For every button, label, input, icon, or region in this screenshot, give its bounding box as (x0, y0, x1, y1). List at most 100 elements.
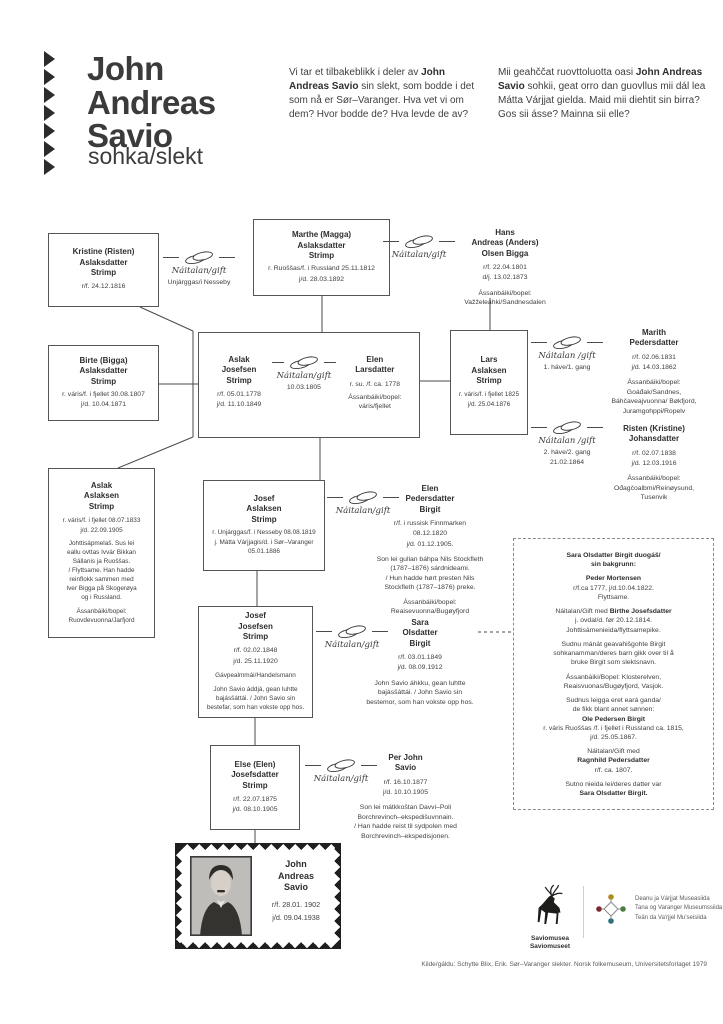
person-box-marthe: Marthe (Magga) Aslaksdatter Strimp r. Ru… (253, 219, 390, 296)
connector-dash (439, 241, 455, 242)
person-name: Per John Savio (388, 753, 423, 773)
person-name: Else (Elen) Josefsdatter Strimp (231, 759, 279, 790)
line-kristine-down (139, 306, 194, 332)
connector-dash (323, 362, 336, 363)
marriage-label: Náitalan/gift (391, 250, 447, 260)
person-born: r/f. i russisk Finnmarken 08.12.1820 (393, 520, 467, 538)
person-died: d/j. 13.02.1873 (482, 274, 528, 282)
marriage-label: Náitalan /gift (538, 436, 596, 446)
person-block-marith: Marith Pedersdatter r/f. 02.06.1831 j/d.… (590, 328, 718, 416)
connector-dash (587, 427, 603, 428)
diamond-compass-icon (596, 894, 626, 924)
person-note: Johttisápmelaš. Sus lei eallu ovttas Ivv… (66, 540, 137, 602)
person-born: r. Unjárggas/f. i Nesseby 08.08.1819 (212, 529, 316, 537)
connector-dash (316, 631, 332, 632)
person-died: j/d. 14.03.1862 (631, 363, 677, 371)
person-residence: Ássanbáiki/bopel: Goáđak/Sandnes, Báhčav… (611, 379, 697, 415)
person-name: Elen Larsdatter (355, 355, 395, 375)
person-died: j/d. 11.10.1849 (216, 401, 262, 409)
marriage-date: 10.03.1805 (286, 384, 321, 391)
intro-no-post: sin slekt, som bodde i det som nå er Sør… (289, 81, 475, 120)
background-p5-name: Ole Pedersen Birgit (581, 715, 646, 723)
wedding-rings-icon (327, 759, 355, 773)
intro-no-pre: Vi tar et tilbakeblikk i deler av (289, 67, 422, 78)
marriage-order: 1. háve/1. gang (543, 364, 591, 371)
background-p5-post: r. váris Ruoššas /f. i fjellet i Russlan… (543, 724, 684, 741)
person-residence: Ássanbáiki/bopel: Važželeahki/Sandnesdal… (464, 289, 546, 307)
person-name: Aslak Aslaksen Strimp (83, 481, 120, 511)
connector-dash (361, 765, 377, 766)
background-p7-pre: Sutno nieida lei/deres datter var (565, 780, 662, 788)
person-block-elen-larsdatter: Elen Larsdatter r. su. /f. ca. 1778 Ássa… (341, 355, 409, 437)
background-p6-post: r/f. ca. 1807. (594, 766, 633, 774)
intro-sami: Mii geahččat ruovttoluotta oasi John And… (498, 66, 706, 122)
page-subtitle: sohka/slekt (88, 143, 204, 169)
connector-dash (305, 765, 321, 766)
person-name: Lars Aslaksen Strimp (471, 355, 507, 386)
person-note: Son lei gullan báhpa Nils Stockfleth (17… (376, 555, 484, 592)
portrait-photo (190, 856, 252, 936)
marriage-label: Náitalan/gift (171, 266, 227, 276)
wedding-rings-icon (405, 235, 433, 249)
stamp-zigzag-border (334, 843, 341, 949)
person-born: r. váris/f. i fjellet 1825 (458, 391, 520, 399)
intro-sami-name: John Andreas Savio (498, 67, 703, 92)
connector-dash (372, 631, 388, 632)
marriage-label: Náitalan/gift (324, 640, 380, 650)
person-born: r/f. 28.01. 1902 (271, 900, 321, 910)
logo-divider (583, 886, 584, 938)
background-p6-pre: Náitalan/Gift med (587, 748, 640, 756)
person-box-else: Else (Elen) Josefsdatter Strimp r/f. 22.… (210, 745, 300, 830)
background-p3: Sudnu mánát geavahišgohte Birgit sohkana… (553, 640, 674, 667)
background-p2: Náitalan/Gift med Birthe Josefsdatter j.… (522, 607, 705, 635)
wedding-rings-icon (553, 421, 581, 435)
chevron-icon (44, 123, 55, 139)
person-died: j/d. 10.10.1905 (383, 788, 428, 796)
couple-box-aslak-elen: Aslak Josefsen Strimp r/f. 05.01.1778 j/… (198, 332, 420, 438)
person-note: John Savio áhkku, gean luhtte bajásšáttá… (366, 679, 474, 706)
person-died: j/d. 25.04.1876 (467, 401, 511, 409)
marriage-label: Náitalan/gift (335, 506, 391, 516)
marriage-else-per: Náitalan/gift (286, 758, 396, 784)
background-p1-name: Peder Mortensen (585, 575, 642, 583)
connector-dash (587, 342, 603, 343)
person-residence: Ássanbáiki/bopel: Ođagčoalbmi/Reinøysund… (613, 475, 695, 502)
chevron-icon (44, 87, 55, 103)
portrait-stamp: John Andreas Savio r/f. 28.01. 1902 j/d.… (175, 843, 341, 949)
person-died: j/d. 08.09.1912 (397, 664, 443, 672)
page-title: John Andreas Savio (87, 50, 216, 155)
marriage-lars-2: Náitalan /gift 2. háve/2. gang 21.02.186… (512, 420, 622, 467)
person-block-hans: Hans Andreas (Anders) Olsen Bigga r/f. 2… (440, 228, 570, 308)
person-box-kristine: Kristine (Risten) Aslaksdatter Strimp r/… (48, 233, 159, 307)
person-box-lars: Lars Aslaksen Strimp r. váris/f. i fjell… (450, 330, 528, 435)
background-p5-pre: Sudnus leigga eret eará ganda/ de fikk b… (566, 697, 661, 714)
person-name: Birte (Bigga) Aslaksdatter Strimp (79, 355, 128, 386)
person-name: Hans Andreas (Anders) Olsen Bigga (471, 228, 539, 258)
marriage-josef-sara: Náitalan/gift (297, 624, 407, 650)
person-born: r. váris/f. i fjellet 08.07.1833 (62, 517, 141, 525)
person-died: j/d. 01.12.1905. (406, 540, 454, 548)
person-note: John Savio áddjá, gean luhtte bajásšáttá… (206, 685, 305, 711)
connector-dash (531, 427, 547, 428)
person-born: r/f. 05.01.1778 (217, 391, 261, 399)
person-note: Son lei mátkkoštan Davvi–Poli Borchrevin… (354, 804, 457, 840)
stamp-zigzag-border (175, 843, 341, 850)
marriage-josef-elen: Náitalan/gift (308, 490, 418, 516)
person-born: r/f. 22.07.1875 (233, 795, 277, 803)
connector-dash (383, 241, 399, 242)
person-box-josef-aslaksen: Josef Aslaksen Strimp r. Unjárggas/f. i … (203, 480, 325, 571)
intro-no-name: John Andreas Savio (289, 67, 445, 92)
person-occupation: Gávpealmmái/Handelsmann (215, 671, 296, 679)
person-name: Sara Olsdatter Birgit (402, 618, 438, 648)
background-p2-post: j. ovdal/d. før 20.12.1814. Johttisámeni… (566, 617, 661, 634)
reindeer-icon (537, 884, 563, 925)
connector-dash (327, 497, 343, 498)
source-citation: Kilde/gáldu: Schytte Blix, Erik. Sør–Var… (421, 961, 707, 968)
person-born: r/f. 03.01.1849 (398, 654, 442, 662)
chevron-decoration (44, 50, 55, 176)
person-died: j. Mátta Várjjagis/d. i Sør–Varanger 05.… (214, 538, 314, 556)
person-box-aslak-aslaksen: Aslak Aslaksen Strimp r. váris/f. i fjel… (48, 468, 155, 638)
person-name: Kristine (Risten) Aslaksdatter Strimp (72, 247, 135, 278)
person-name: Aslak Josefsen Strimp (221, 355, 257, 385)
